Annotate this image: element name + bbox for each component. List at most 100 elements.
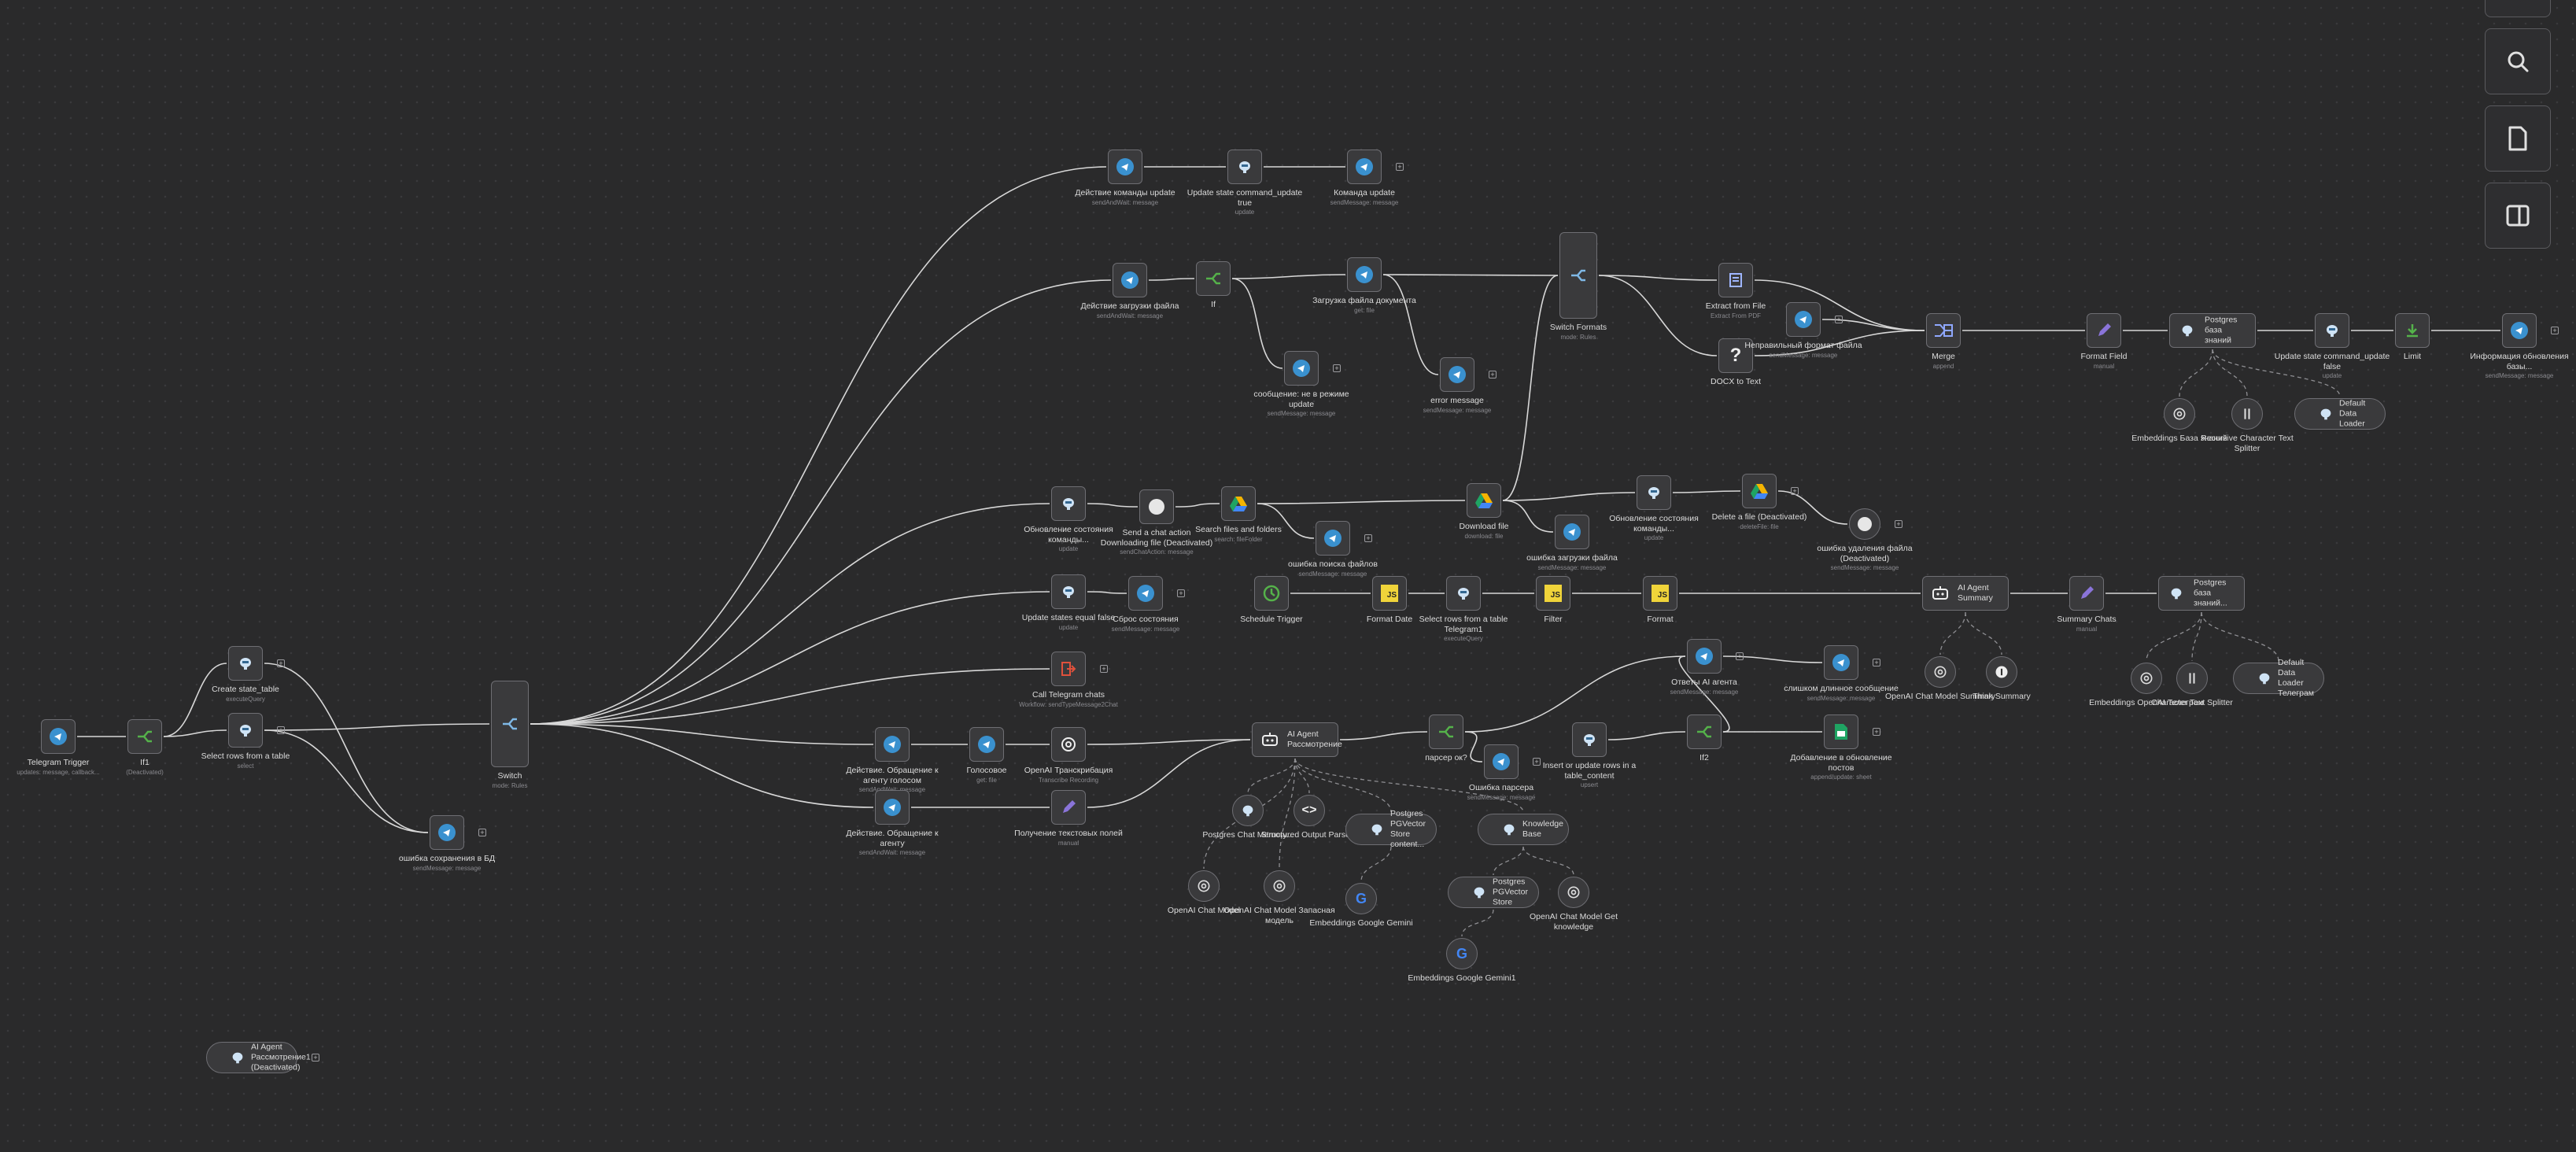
- node-parser[interactable]: <>: [1294, 795, 1325, 826]
- node-if2[interactable]: [1687, 714, 1722, 749]
- node-updstate[interactable]: [1227, 150, 1262, 184]
- node-reset[interactable]: [1128, 576, 1163, 611]
- add-node-button[interactable]: +: [277, 726, 285, 734]
- add-node-button[interactable]: +: [2551, 327, 2559, 334]
- node-loaddoc[interactable]: [1347, 257, 1382, 292]
- node-search[interactable]: [1221, 486, 1256, 521]
- node-switch[interactable]: [491, 681, 529, 767]
- node-extract[interactable]: [1718, 263, 1753, 297]
- node-searcherr[interactable]: [1316, 521, 1350, 556]
- node-rsplit1[interactable]: [2231, 398, 2263, 430]
- toolbar-top-button[interactable]: [2485, 0, 2551, 17]
- node-fmtfield[interactable]: [2087, 313, 2121, 348]
- add-node-button[interactable]: +: [1736, 652, 1744, 660]
- add-node-button[interactable]: +: [1835, 316, 1843, 323]
- node-oai3[interactable]: [1558, 877, 1589, 908]
- node-sheets[interactable]: [1824, 714, 1858, 749]
- node-updfalse2[interactable]: [1051, 574, 1086, 609]
- node-act1[interactable]: [875, 727, 910, 762]
- add-node-button[interactable]: +: [1333, 364, 1341, 372]
- sticky-note-button[interactable]: [2485, 105, 2551, 172]
- node-pgvec2[interactable]: Postgres PGVector Store: [1448, 877, 1539, 908]
- node-tgtrigger[interactable]: [41, 719, 76, 754]
- node-agentsum[interactable]: AI Agent Summary: [1922, 576, 2009, 611]
- node-gem2[interactable]: G: [1446, 938, 1478, 969]
- node-if0[interactable]: [127, 719, 162, 754]
- node-agent[interactable]: AI Agent Рассмотрение: [1252, 722, 1342, 757]
- node-dlerr[interactable]: [1555, 515, 1589, 549]
- node-delerr[interactable]: [1849, 508, 1880, 540]
- node-oai1[interactable]: [1188, 870, 1220, 902]
- node-parseerr[interactable]: [1484, 744, 1519, 779]
- node-gettext[interactable]: [1051, 790, 1086, 825]
- node-agentdeact[interactable]: AI Agent Рассмотрение1 (Deactivated): [206, 1042, 311, 1073]
- node-think[interactable]: [1986, 656, 2017, 688]
- add-node-button[interactable]: +: [1364, 534, 1372, 542]
- js-icon: JS: [1541, 582, 1565, 605]
- add-node-button[interactable]: +: [1873, 659, 1880, 666]
- node-oai2[interactable]: [1264, 870, 1295, 902]
- add-node-button[interactable]: +: [1873, 728, 1880, 736]
- node-selectrows[interactable]: [228, 713, 263, 748]
- node-call[interactable]: [1051, 652, 1086, 686]
- node-pgkb2[interactable]: Postgres база знаний...: [2158, 576, 2245, 611]
- node-oaisum[interactable]: [1925, 656, 1956, 688]
- node-selectrows2[interactable]: [1446, 576, 1481, 611]
- node-if1[interactable]: [1196, 261, 1231, 296]
- node-badfmt[interactable]: [1786, 302, 1821, 337]
- node-filter[interactable]: JS: [1536, 576, 1570, 611]
- add-node-button[interactable]: +: [478, 829, 486, 836]
- node-dloader1[interactable]: Default Data Loader: [2294, 398, 2386, 430]
- node-updcmd2[interactable]: [1051, 486, 1086, 521]
- node-infoupd[interactable]: [2502, 313, 2537, 348]
- node-updcmd3[interactable]: [1637, 475, 1671, 510]
- node-kb[interactable]: Knowledge Base: [1478, 814, 1569, 845]
- node-errmsg[interactable]: [1440, 357, 1474, 392]
- node-updcmd[interactable]: [1108, 150, 1142, 184]
- add-node-button[interactable]: +: [312, 1054, 319, 1062]
- node-dlfile[interactable]: [1467, 483, 1501, 518]
- node-loadfile[interactable]: [1113, 263, 1147, 297]
- add-node-button[interactable]: +: [1177, 589, 1185, 597]
- add-node-button[interactable]: +: [1396, 163, 1404, 171]
- add-node-button[interactable]: +: [1791, 487, 1799, 495]
- node-merge[interactable]: [1926, 313, 1961, 348]
- node-parserif[interactable]: [1429, 714, 1463, 749]
- add-node-button[interactable]: +: [1895, 520, 1902, 528]
- node-schedule[interactable]: [1254, 576, 1289, 611]
- add-node-button[interactable]: +: [277, 659, 285, 667]
- add-node-button[interactable]: +: [1489, 371, 1497, 378]
- node-toolong[interactable]: [1824, 645, 1858, 680]
- add-node-button[interactable]: +: [1533, 758, 1541, 766]
- node-emb1[interactable]: [2164, 398, 2195, 430]
- node-gem1[interactable]: G: [1345, 883, 1377, 914]
- node-errsave[interactable]: [430, 815, 464, 850]
- node-voice[interactable]: [969, 727, 1004, 762]
- node-act2[interactable]: [875, 790, 910, 825]
- node-fmtdate[interactable]: JS: [1372, 576, 1407, 611]
- node-answers[interactable]: [1687, 639, 1722, 674]
- node-sumchats[interactable]: [2069, 576, 2104, 611]
- node-insertupd[interactable]: [1572, 722, 1607, 757]
- node-limit[interactable]: [2395, 313, 2430, 348]
- node-dloader2[interactable]: Default Data Loader Телеграм: [2233, 658, 2324, 698]
- node-notupd[interactable]: [1284, 351, 1319, 386]
- node-docx[interactable]: ?: [1718, 338, 1753, 373]
- node-pgvec1[interactable]: Postgres PGVector Store content...: [1345, 809, 1437, 849]
- node-createstate[interactable]: [228, 646, 263, 681]
- node-delete[interactable]: [1742, 474, 1777, 508]
- search-button[interactable]: [2485, 28, 2551, 94]
- node-format[interactable]: JS: [1643, 576, 1677, 611]
- toggle-panel-button[interactable]: [2485, 183, 2551, 249]
- node-swfmt[interactable]: [1559, 232, 1597, 319]
- node-emb2[interactable]: [2131, 663, 2162, 694]
- node-transcribe[interactable]: [1051, 727, 1086, 762]
- add-node-button[interactable]: +: [1100, 665, 1108, 673]
- node-pgmem[interactable]: [1232, 795, 1264, 826]
- node-pgkb[interactable]: Postgres база знаний: [2169, 313, 2256, 348]
- node-split2[interactable]: [2176, 663, 2208, 694]
- node-chataction[interactable]: [1139, 489, 1174, 524]
- node-cmdupd[interactable]: [1347, 150, 1382, 184]
- node-updfalse[interactable]: [2315, 313, 2349, 348]
